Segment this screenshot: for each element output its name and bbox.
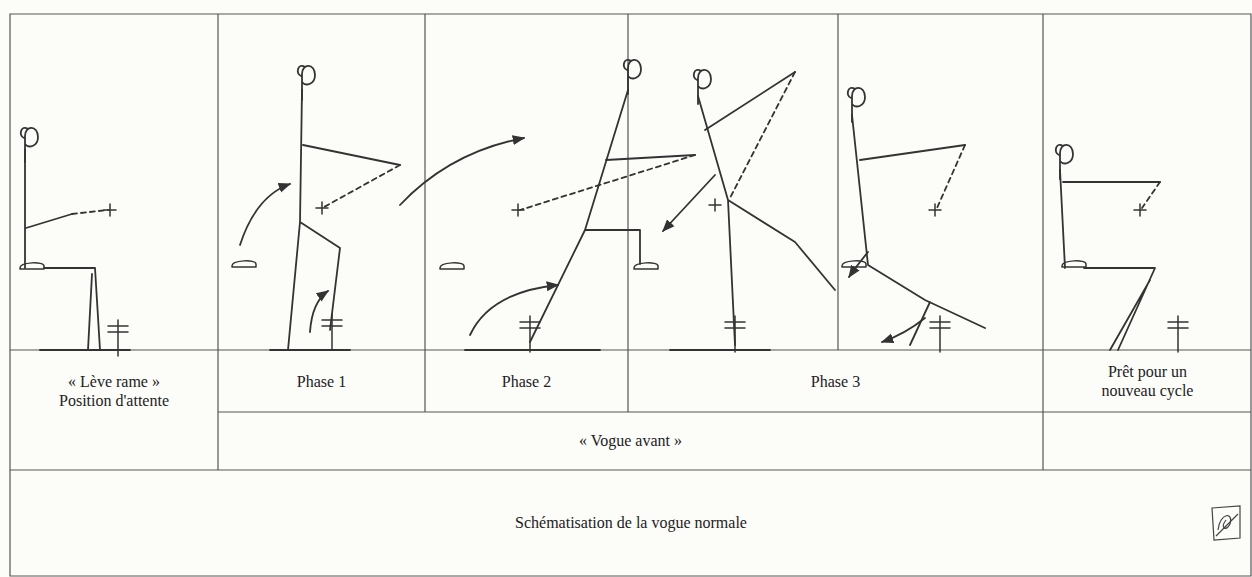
stick-figures bbox=[20, 60, 1188, 356]
caption: Schématisation de la vogue normale bbox=[515, 514, 747, 532]
table-grid bbox=[10, 14, 1251, 576]
cell-label: « Lève rame » bbox=[68, 372, 160, 391]
table-cell: Phase 3 bbox=[628, 350, 1043, 412]
table-cell: Phase 2 bbox=[425, 350, 628, 412]
cell-label: Prêt pour un nouveau cycle bbox=[1083, 362, 1213, 400]
cell-label: Phase 2 bbox=[502, 372, 551, 391]
cell-subtitle: Position d'attente bbox=[59, 391, 169, 410]
cell-label: Phase 1 bbox=[297, 372, 346, 391]
table-cell: Phase 1 bbox=[218, 350, 425, 412]
table-cell: « Vogue avant » bbox=[218, 412, 1043, 470]
table-cell: Prêt pour un nouveau cycle bbox=[1043, 350, 1252, 412]
publisher-logo bbox=[1212, 506, 1240, 540]
cell-label: « Vogue avant » bbox=[579, 431, 682, 450]
table-cell: « Lève rame »Position d'attente bbox=[10, 350, 218, 470]
cell-label: Phase 3 bbox=[811, 372, 860, 391]
